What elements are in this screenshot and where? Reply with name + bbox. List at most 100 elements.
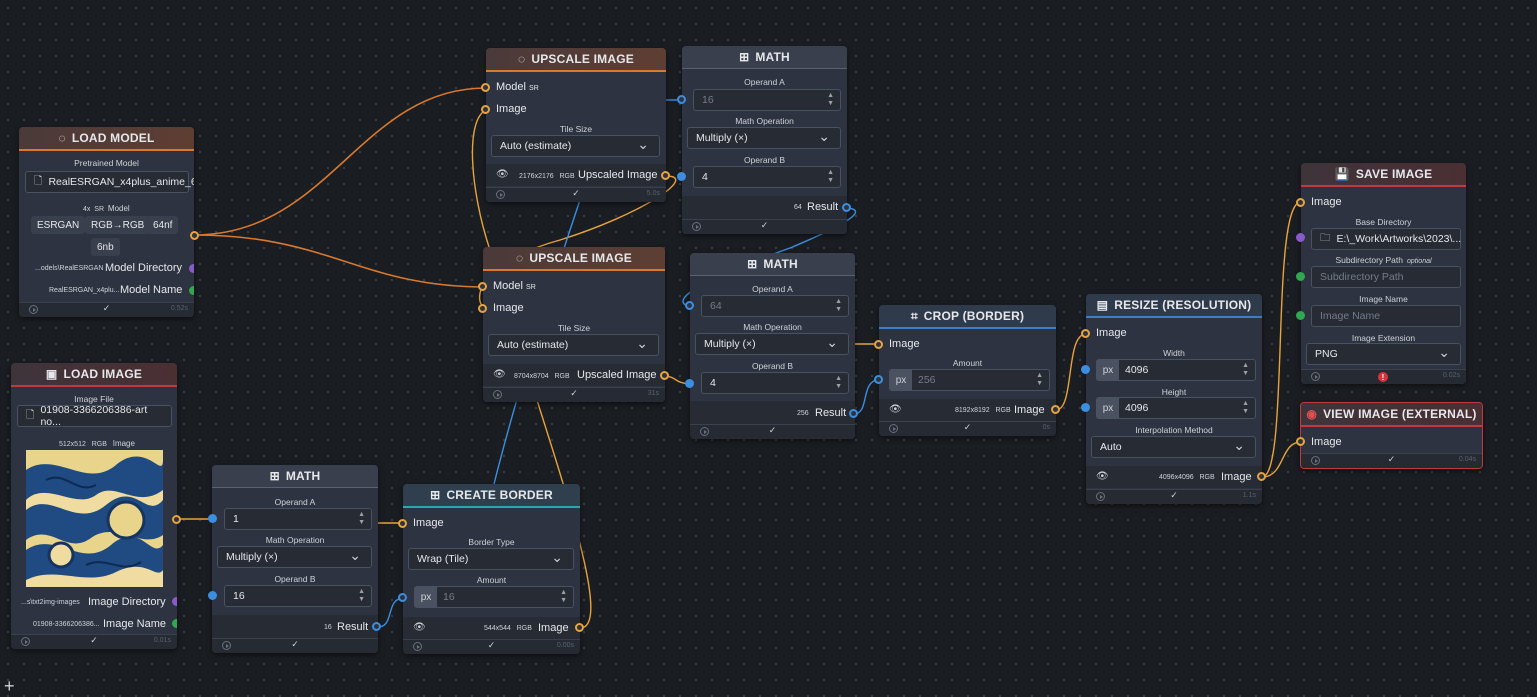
model-file-field[interactable]: 🗋RealESRGAN_x4plus_anime_6... <box>25 171 194 193</box>
save-image-node[interactable]: 💾SAVE IMAGE Image Base Directory 🗀E:\_Wo… <box>1301 163 1466 384</box>
eye-icon[interactable]: 👁 <box>1096 471 1109 482</box>
operand-b-handle[interactable] <box>677 172 686 181</box>
image-name-input[interactable]: Image Name <box>1311 305 1461 327</box>
upscale-image-node-1[interactable]: ◌UPSCALE IMAGE Model SR Image Tile Size … <box>486 48 666 202</box>
load-model-node[interactable]: ◌LOAD MODEL Pretrained Model 🗋RealESRGAN… <box>19 127 194 317</box>
image-input-handle[interactable] <box>398 519 407 528</box>
load-image-output-handle[interactable] <box>172 515 181 524</box>
operand-a-input[interactable]: 1▲▼ <box>224 508 372 530</box>
play-icon[interactable] <box>700 427 709 436</box>
eye-icon[interactable]: 👁 <box>413 622 426 633</box>
view-image-node[interactable]: ◉VIEW IMAGE (EXTERNAL) Image ✓0.04s <box>1300 402 1483 469</box>
math-node-3[interactable]: ⊞MATH Operand A 1▲▼ Math Operation Multi… <box>212 465 378 653</box>
math-op-select[interactable]: Multiply (×) <box>217 546 372 568</box>
upscale-header[interactable]: ◌UPSCALE IMAGE <box>486 48 666 72</box>
tile-size-select[interactable]: Auto (estimate) <box>491 135 660 157</box>
image-input-handle[interactable] <box>481 105 490 114</box>
eye-icon[interactable]: 👁 <box>493 369 506 380</box>
eye-icon[interactable]: 👁 <box>889 404 902 415</box>
image-input-handle[interactable] <box>874 340 883 349</box>
result-output-handle[interactable] <box>372 622 381 631</box>
image-name-handle[interactable] <box>172 619 177 628</box>
play-icon[interactable] <box>21 637 30 646</box>
upscaled-output-handle[interactable] <box>660 371 669 380</box>
image-output-handle[interactable] <box>1051 405 1060 414</box>
view-image-header[interactable]: ◉VIEW IMAGE (EXTERNAL) <box>1301 403 1482 427</box>
play-icon[interactable] <box>692 222 701 231</box>
create-border-header[interactable]: ⊞CREATE BORDER <box>403 484 580 508</box>
play-icon[interactable] <box>413 642 422 651</box>
play-icon[interactable] <box>889 424 898 433</box>
load-image-header[interactable]: ▣LOAD IMAGE <box>11 363 177 387</box>
operand-a-input[interactable]: 16▲▼ <box>693 89 841 111</box>
load-model-header[interactable]: ◌LOAD MODEL <box>19 127 194 151</box>
upscale-image-node-2[interactable]: ◌UPSCALE IMAGE Model SR Image Tile Size … <box>483 247 665 402</box>
image-output-handle[interactable] <box>575 623 584 632</box>
operand-a-handle[interactable] <box>677 95 686 104</box>
result-output-handle[interactable] <box>849 409 858 418</box>
math-node-2[interactable]: ⊞MATH Operand A 64▲▼ Math Operation Mult… <box>690 253 855 439</box>
interp-select[interactable]: Auto <box>1091 436 1256 458</box>
add-node-icon[interactable]: + <box>4 676 15 696</box>
play-icon[interactable] <box>222 641 231 650</box>
resize-header[interactable]: ▤RESIZE (RESOLUTION) <box>1086 294 1262 318</box>
math-header[interactable]: ⊞MATH <box>682 46 847 69</box>
model-input-handle[interactable] <box>478 282 487 291</box>
image-name-handle[interactable] <box>1296 311 1305 320</box>
operand-b-input[interactable]: 16▲▼ <box>224 585 372 607</box>
math-header[interactable]: ⊞MATH <box>690 253 855 276</box>
operand-b-handle[interactable] <box>685 379 694 388</box>
amount-handle[interactable] <box>874 375 883 384</box>
upscale-header[interactable]: ◌UPSCALE IMAGE <box>483 247 665 271</box>
base-dir-field[interactable]: 🗀E:\_Work\Artworks\2023\... <box>1311 228 1461 250</box>
operand-a-input[interactable]: 64▲▼ <box>701 295 849 317</box>
play-icon[interactable] <box>29 305 38 314</box>
math-op-select[interactable]: Multiply (×) <box>687 127 841 149</box>
operand-b-input[interactable]: 4▲▼ <box>693 166 841 188</box>
ext-select[interactable]: PNG <box>1306 343 1461 365</box>
amount-handle[interactable] <box>398 593 407 602</box>
image-output-handle[interactable] <box>1257 472 1266 481</box>
math-op-select[interactable]: Multiply (×) <box>695 333 849 355</box>
model-input-handle[interactable] <box>481 83 490 92</box>
load-image-node[interactable]: ▣LOAD IMAGE Image File 🗋01908-3366206386… <box>11 363 177 649</box>
operand-b-handle[interactable] <box>208 591 217 600</box>
math-node-1[interactable]: ⊞MATH Operand A 16▲▼ Math Operation Mult… <box>682 46 847 234</box>
tile-size-select[interactable]: Auto (estimate) <box>488 334 659 356</box>
play-icon[interactable] <box>493 390 502 399</box>
height-handle[interactable] <box>1081 403 1090 412</box>
play-icon[interactable] <box>1096 492 1105 501</box>
image-input-handle[interactable] <box>1081 329 1090 338</box>
sub-dir-handle[interactable] <box>1296 272 1305 281</box>
play-icon[interactable] <box>496 190 505 199</box>
result-output-handle[interactable] <box>842 203 851 212</box>
operand-b-input[interactable]: 4▲▼ <box>701 372 849 394</box>
play-icon[interactable] <box>1311 372 1320 381</box>
image-input-handle[interactable] <box>478 304 487 313</box>
sub-dir-input[interactable]: Subdirectory Path <box>1311 266 1461 288</box>
operand-a-handle[interactable] <box>208 514 217 523</box>
play-icon[interactable] <box>1311 456 1320 465</box>
model-output-handle[interactable] <box>190 231 199 240</box>
width-handle[interactable] <box>1081 365 1090 374</box>
upscaled-output-handle[interactable] <box>661 171 670 180</box>
eye-icon[interactable]: 👁 <box>496 169 509 180</box>
image-dir-handle[interactable] <box>172 597 177 606</box>
error-icon[interactable]: ! <box>1378 372 1388 382</box>
save-image-header[interactable]: 💾SAVE IMAGE <box>1301 163 1466 187</box>
image-file-field[interactable]: 🗋01908-3366206386-art no... <box>17 404 172 428</box>
border-type-select[interactable]: Wrap (Tile) <box>408 548 574 570</box>
operand-a-handle[interactable] <box>685 301 694 310</box>
image-input-handle[interactable] <box>1296 198 1305 207</box>
model-dir-handle[interactable] <box>189 264 194 273</box>
crop-header[interactable]: ⌗CROP (BORDER) <box>879 305 1056 329</box>
base-dir-handle[interactable] <box>1296 233 1305 242</box>
image-input-handle[interactable] <box>1296 437 1305 446</box>
math-header[interactable]: ⊞MATH <box>212 465 378 488</box>
